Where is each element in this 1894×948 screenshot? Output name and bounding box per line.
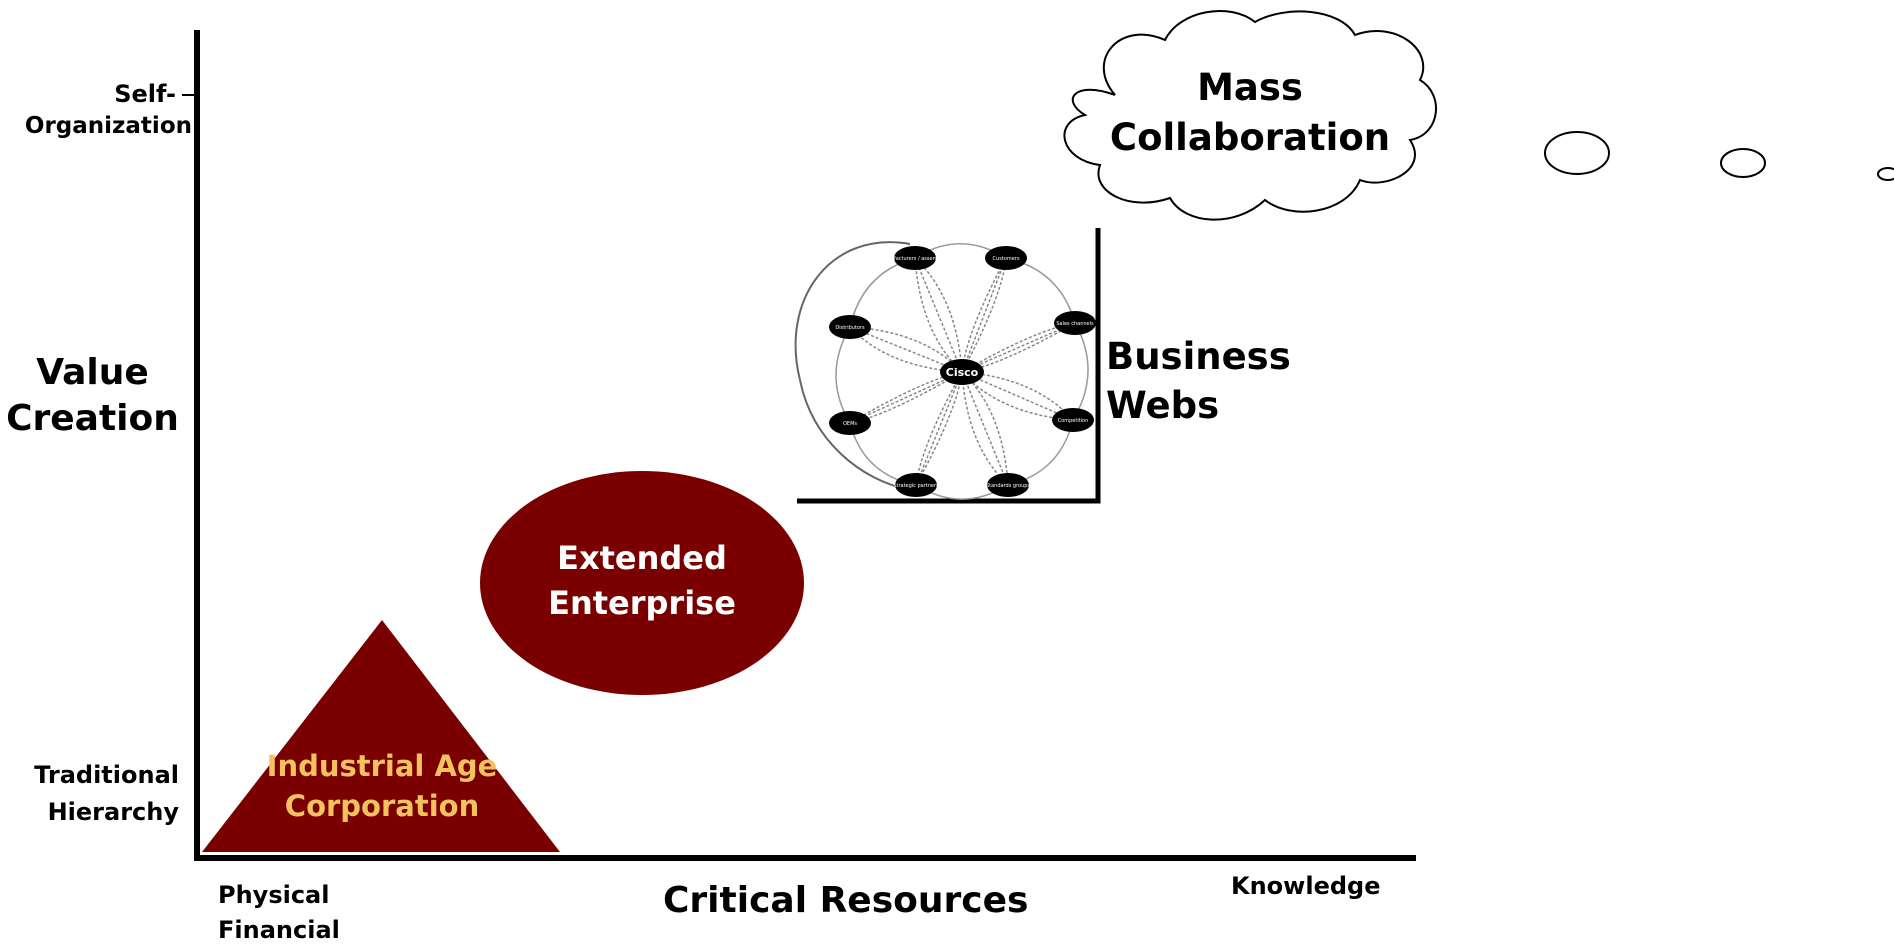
- mass-collaboration-cloud: [1063, 10, 1437, 221]
- mass-collaboration-label: Mass Collaboration: [1100, 63, 1400, 163]
- web-link: [849, 371, 963, 424]
- web-node: [1052, 408, 1094, 432]
- web-node-label: Manufacturers / assemblers: [880, 256, 950, 262]
- industrial-age-label: Industrial Age Corporation: [232, 746, 532, 826]
- y-label-self-organization: Self- Organization: [0, 78, 192, 142]
- web-link: [914, 257, 963, 373]
- extended-enterprise-ellipse: [480, 471, 804, 695]
- y-label-top-line2: Organization: [24, 113, 192, 139]
- web-center-node: [940, 359, 984, 385]
- y-title-line1: Value: [36, 352, 149, 393]
- thought-bubble-medium: [1720, 148, 1766, 178]
- business-webs-line1: Business: [1106, 335, 1291, 378]
- y-label-bottom-line1: Traditional: [34, 761, 179, 789]
- web-link: [961, 322, 1076, 373]
- web-node-label: Distributors: [835, 325, 865, 331]
- thought-bubble-large: [1544, 131, 1610, 175]
- y-title-line2: Creation: [6, 398, 179, 439]
- web-node: [894, 246, 936, 270]
- thought-bubble-small: [1877, 167, 1894, 181]
- extended-line1: Extended: [557, 539, 727, 577]
- industrial-line1: Industrial Age: [266, 749, 498, 783]
- web-node: [985, 246, 1027, 270]
- web-node-label: Sales channels: [1056, 321, 1094, 327]
- web-link-outer: [835, 326, 851, 424]
- business-webs-line2: Webs: [1106, 384, 1220, 427]
- web-node: [1054, 311, 1096, 335]
- web-link-outer: [1072, 322, 1089, 421]
- extended-enterprise-label: Extended Enterprise: [492, 536, 792, 626]
- web-link: [961, 257, 1007, 373]
- web-node: [895, 473, 937, 497]
- web-node: [829, 315, 871, 339]
- web-outer-arc: [794, 241, 911, 491]
- web-link: [961, 371, 1009, 486]
- web-node-label: Competition: [1058, 418, 1089, 424]
- x-axis-title: Critical Resources: [663, 880, 1029, 921]
- y-label-top-line1: Self-: [114, 80, 176, 108]
- web-node-label: Standards groups: [986, 483, 1030, 489]
- web-link: [849, 371, 963, 424]
- y-axis-title: Value Creation: [0, 350, 185, 442]
- y-label-traditional-hierarchy: Traditional Hierarchy: [0, 757, 179, 831]
- business-webs-bracket: [797, 228, 1101, 504]
- web-center-label: Cisco: [946, 366, 979, 379]
- web-node-label: OEMs: [843, 421, 857, 427]
- web-node-label: Strategic partners: [893, 483, 939, 489]
- extended-line2: Enterprise: [548, 584, 736, 622]
- y-label-bottom-line2: Hierarchy: [47, 798, 179, 826]
- web-link: [961, 322, 1076, 373]
- x-label-left-line2: Financial: [218, 916, 340, 944]
- industrial-age-triangle: [202, 620, 560, 852]
- web-node-label: Customers: [993, 256, 1020, 262]
- business-webs-label: Business Webs: [1106, 332, 1291, 430]
- mass-line1: Mass: [1197, 66, 1303, 109]
- web-link: [961, 257, 1007, 373]
- web-link: [915, 371, 963, 486]
- x-label-physical-financial: Physical Financial: [218, 878, 340, 948]
- web-link: [914, 257, 963, 373]
- x-label-left-line1: Physical: [218, 881, 330, 909]
- x-label-knowledge: Knowledge: [1231, 872, 1381, 900]
- web-node: [987, 473, 1029, 497]
- business-web-network: Manufacturers / assemblers CustomersSales…: [794, 241, 1096, 500]
- mass-line2: Collaboration: [1109, 116, 1391, 159]
- web-node: [829, 411, 871, 435]
- industrial-line2: Corporation: [284, 789, 480, 823]
- web-link: [915, 371, 963, 486]
